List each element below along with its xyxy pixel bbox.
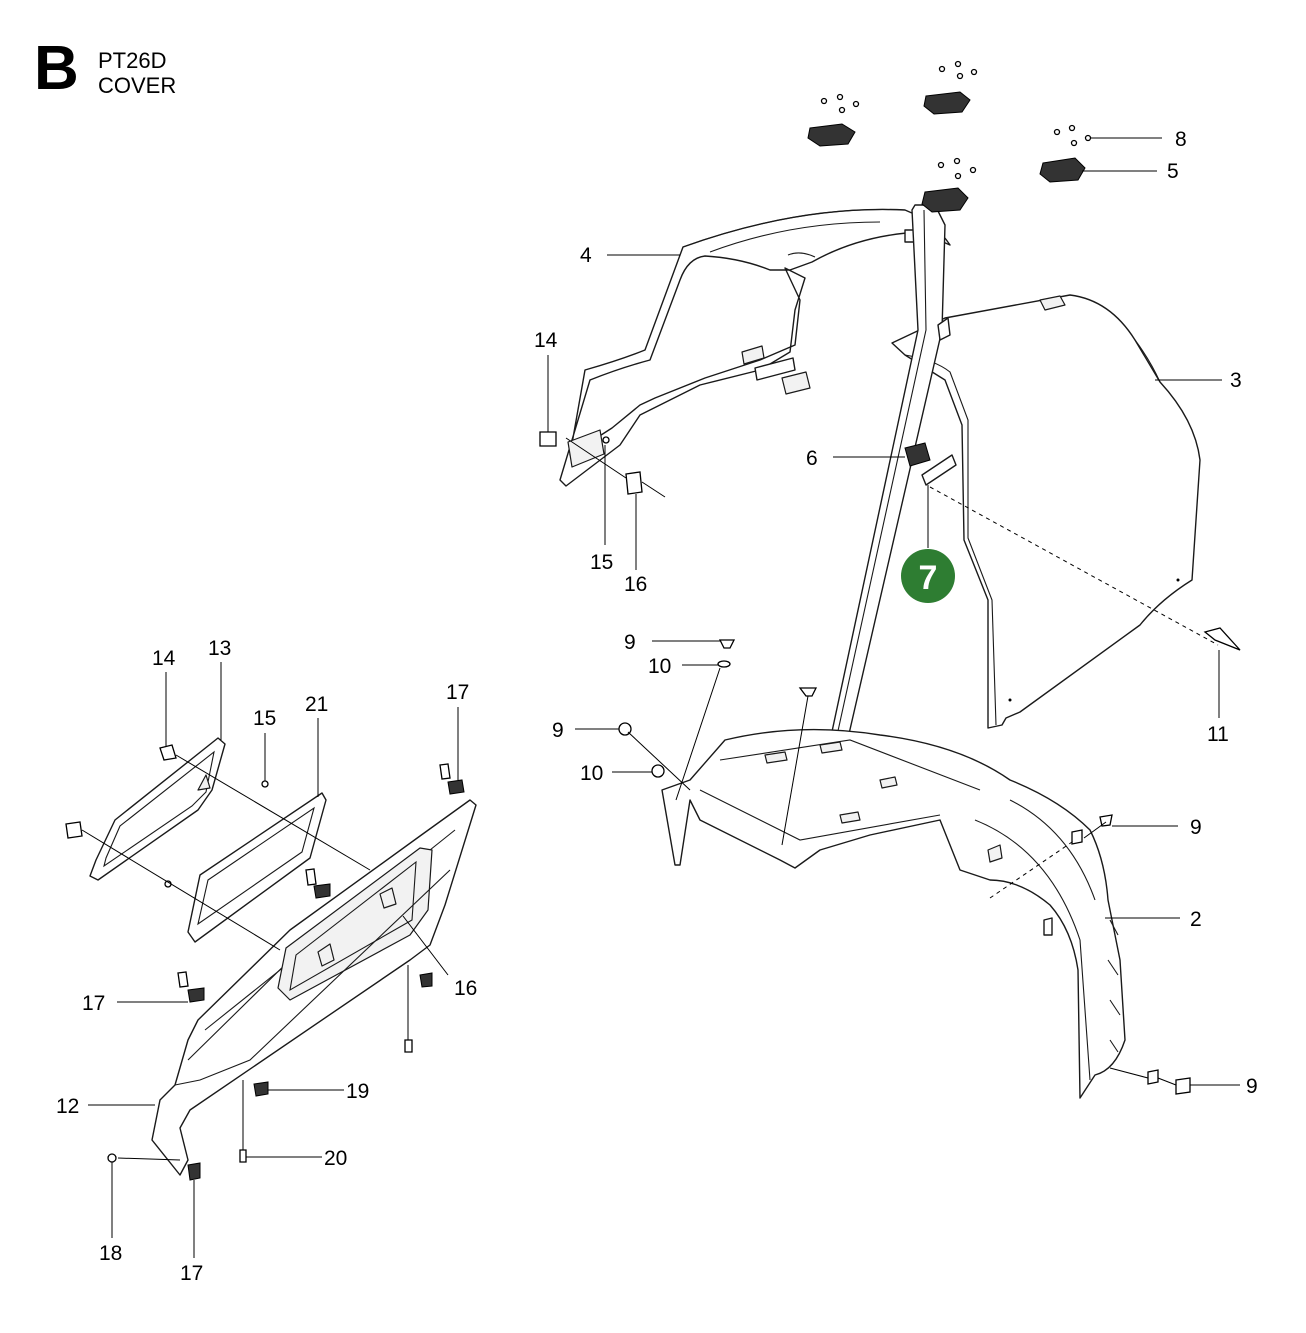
callout-17: 17 [82, 992, 105, 1015]
callout-9: 9 [624, 631, 636, 654]
part-2-fender [661, 728, 1126, 1099]
part-12-side-cover [151, 799, 477, 1176]
callout-10: 10 [580, 762, 603, 785]
callout-12: 12 [56, 1095, 79, 1118]
part-13-lid [89, 737, 226, 881]
hardware-right [618, 627, 1241, 1095]
callout-9: 9 [552, 719, 564, 742]
highlight-part-7[interactable]: 7 [901, 549, 955, 603]
callout-16: 16 [454, 977, 477, 1000]
callout-6: 6 [806, 447, 818, 470]
callout-19: 19 [346, 1080, 369, 1103]
part-5-hinges [807, 91, 1086, 213]
callout-18: 18 [99, 1242, 122, 1265]
callout-16: 16 [624, 573, 647, 596]
assembly-lines [81, 437, 1219, 1161]
callout-15: 15 [590, 551, 613, 574]
hardware-left [65, 744, 465, 1181]
part-7-strip [921, 454, 957, 486]
part-21-gasket [187, 792, 327, 943]
callout-5: 5 [1167, 160, 1179, 183]
callout-10: 10 [648, 655, 671, 678]
callout-14: 14 [152, 647, 176, 670]
pad-upper-2 [781, 371, 811, 395]
section-letter: B [34, 34, 79, 103]
callout-17: 17 [180, 1262, 203, 1285]
callout-14: 14 [534, 329, 558, 352]
highlight-number: 7 [919, 559, 938, 597]
callout-13: 13 [208, 637, 231, 660]
callout-9: 9 [1190, 816, 1202, 839]
part-8-screws [820, 60, 1092, 180]
callout-15: 15 [253, 707, 276, 730]
callout-leaders [88, 137, 1240, 1258]
callout-4: 4 [580, 244, 592, 267]
hardware-upper-left [539, 431, 666, 498]
callout-9: 9 [1246, 1075, 1258, 1098]
callout-numbers: 2 3 4 5 6 8 9 9 9 9 10 10 11 12 13 14 14… [56, 128, 1258, 1285]
callout-8: 8 [1175, 128, 1187, 151]
callout-11: 11 [1207, 723, 1229, 746]
callout-21: 21 [305, 693, 328, 716]
model-label: PT26D [98, 48, 167, 73]
callout-3: 3 [1230, 369, 1242, 392]
support-strip [811, 204, 951, 826]
section-title: COVER [98, 73, 177, 98]
callout-20: 20 [324, 1147, 347, 1170]
pad-upper-1 [754, 357, 796, 381]
part-3-side-panel [891, 294, 1201, 729]
part-4-upper-hood [559, 208, 951, 487]
callout-2: 2 [1190, 908, 1202, 931]
part-6-clip [904, 442, 931, 467]
callout-17: 17 [446, 681, 469, 704]
